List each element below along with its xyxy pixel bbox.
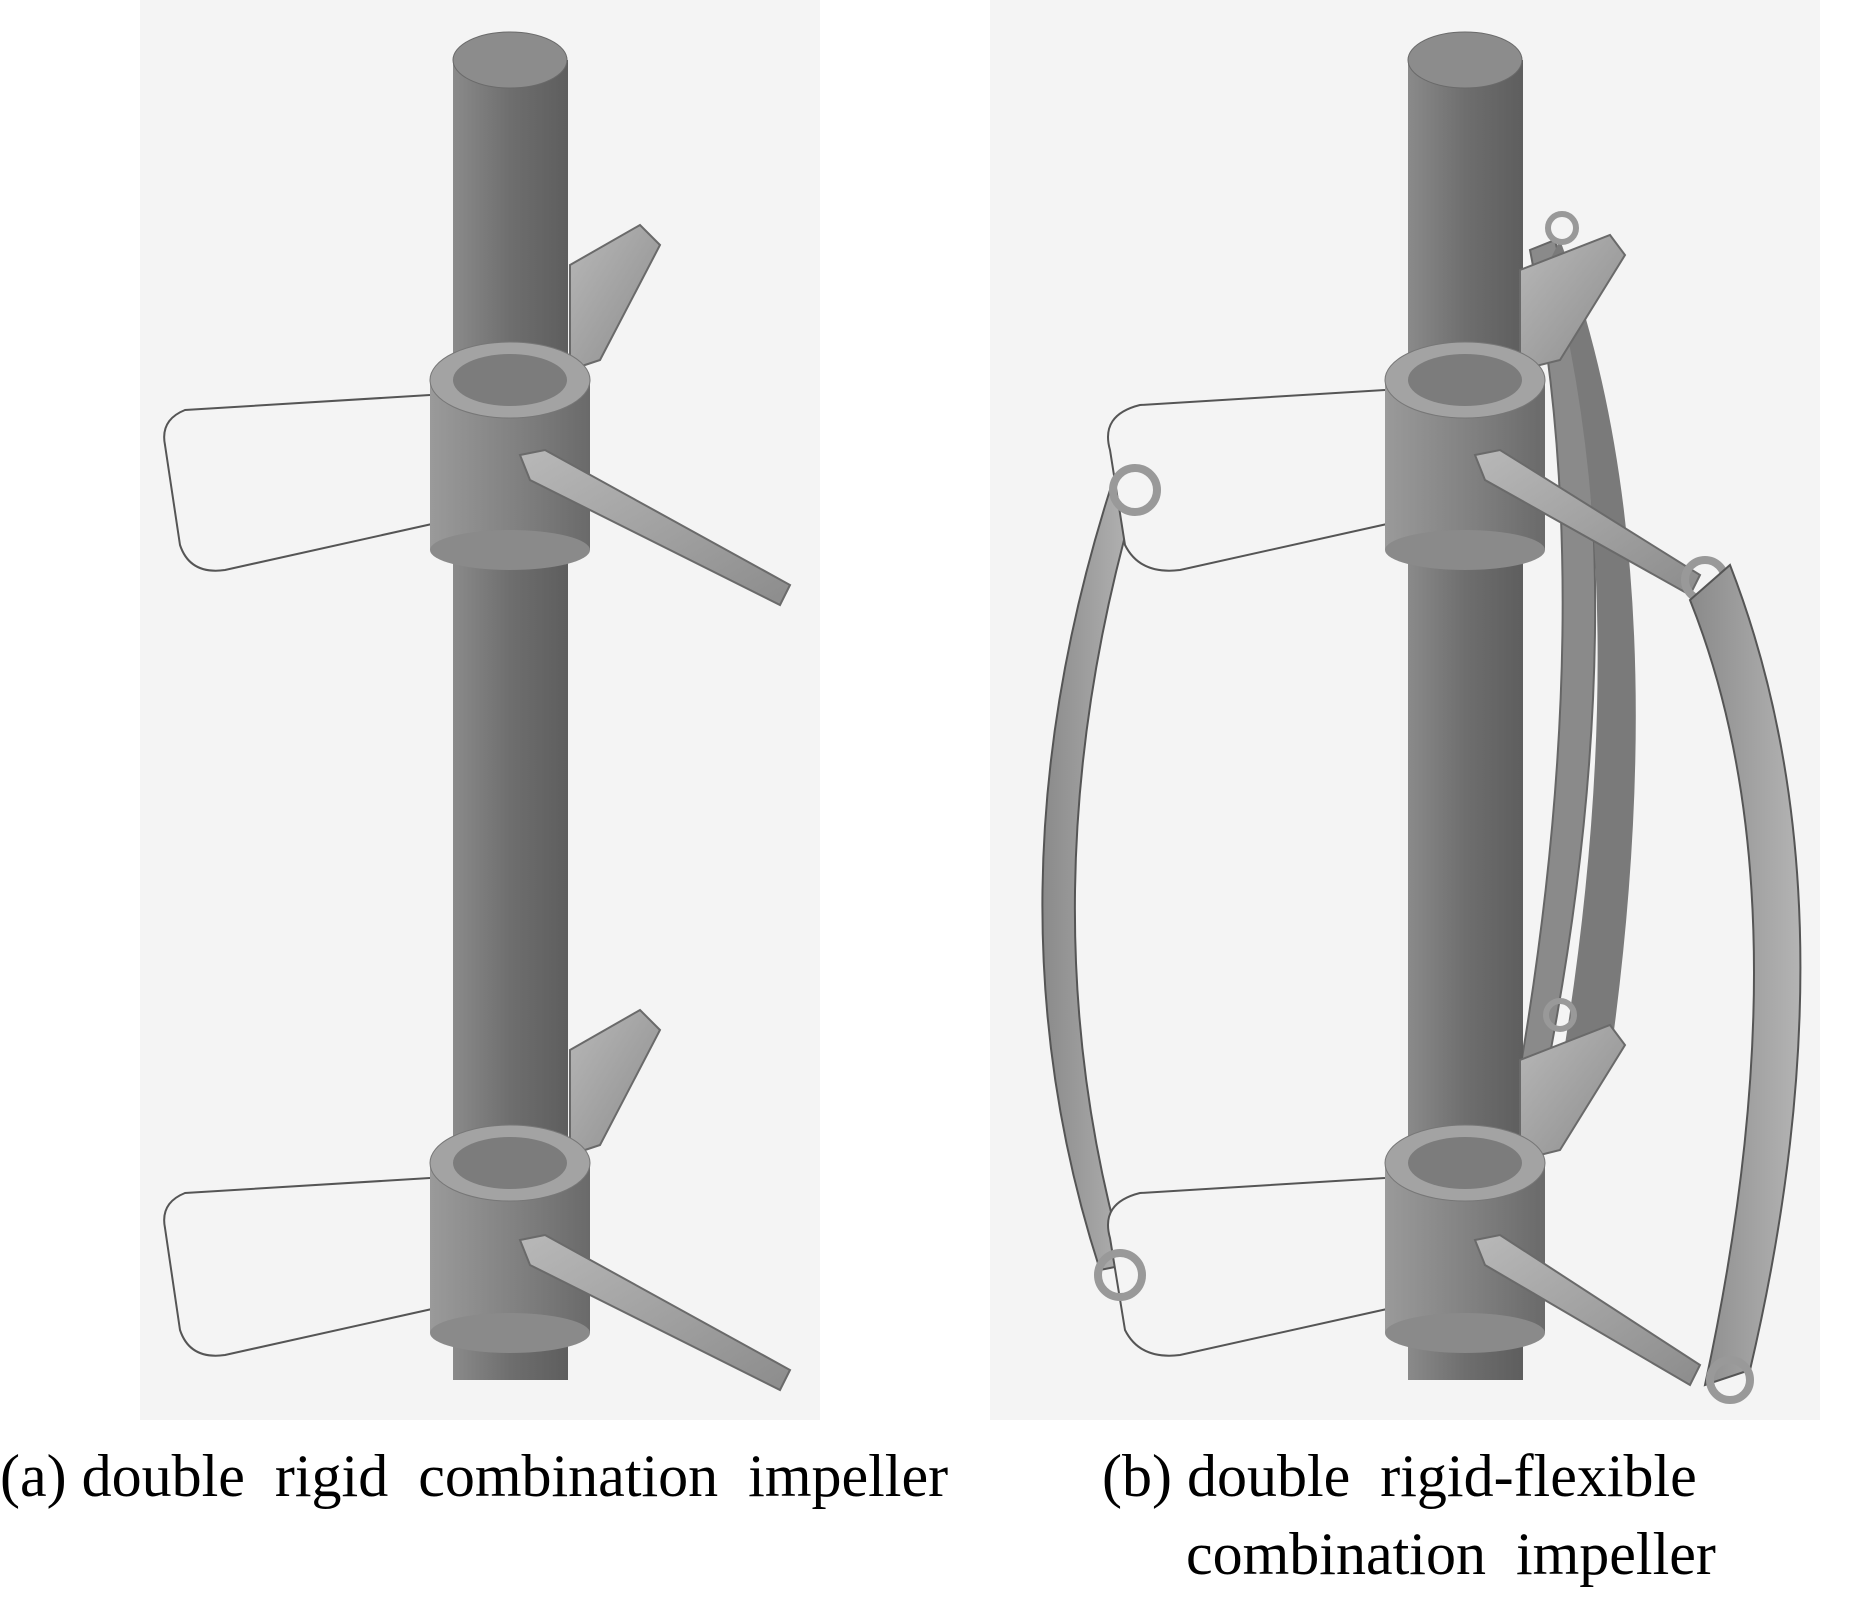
hinge-ring-icon — [1545, 211, 1579, 245]
figure-b: (b) double rigid-flexible combination im… — [960, 0, 1863, 1617]
rear-flexible-blade-face — [1550, 240, 1636, 1075]
figure-a: (a) double rigid combination impeller — [0, 0, 948, 1509]
rigid-flexible-impeller-illustration — [990, 0, 1820, 1420]
hinge-ring-icon — [1109, 464, 1161, 516]
caption-a: (a) double rigid combination impeller — [0, 1443, 949, 1509]
hinge-ring-icon — [1543, 998, 1577, 1032]
upper-rigid-impeller — [163, 223, 792, 607]
lower-rigid-flexible-impeller — [1094, 998, 1754, 1404]
caption-b-line-1: (b) double rigid-flexible — [1102, 1443, 1697, 1509]
lower-rigid-impeller — [163, 1008, 792, 1392]
upper-rigid-flexible-impeller — [1107, 211, 1729, 604]
caption-b-line-2: combination impeller — [1186, 1521, 1716, 1587]
hinge-ring-icon — [1706, 1356, 1754, 1404]
hinge-ring-icon — [1094, 1249, 1146, 1301]
rigid-impeller-illustration — [140, 0, 820, 1420]
